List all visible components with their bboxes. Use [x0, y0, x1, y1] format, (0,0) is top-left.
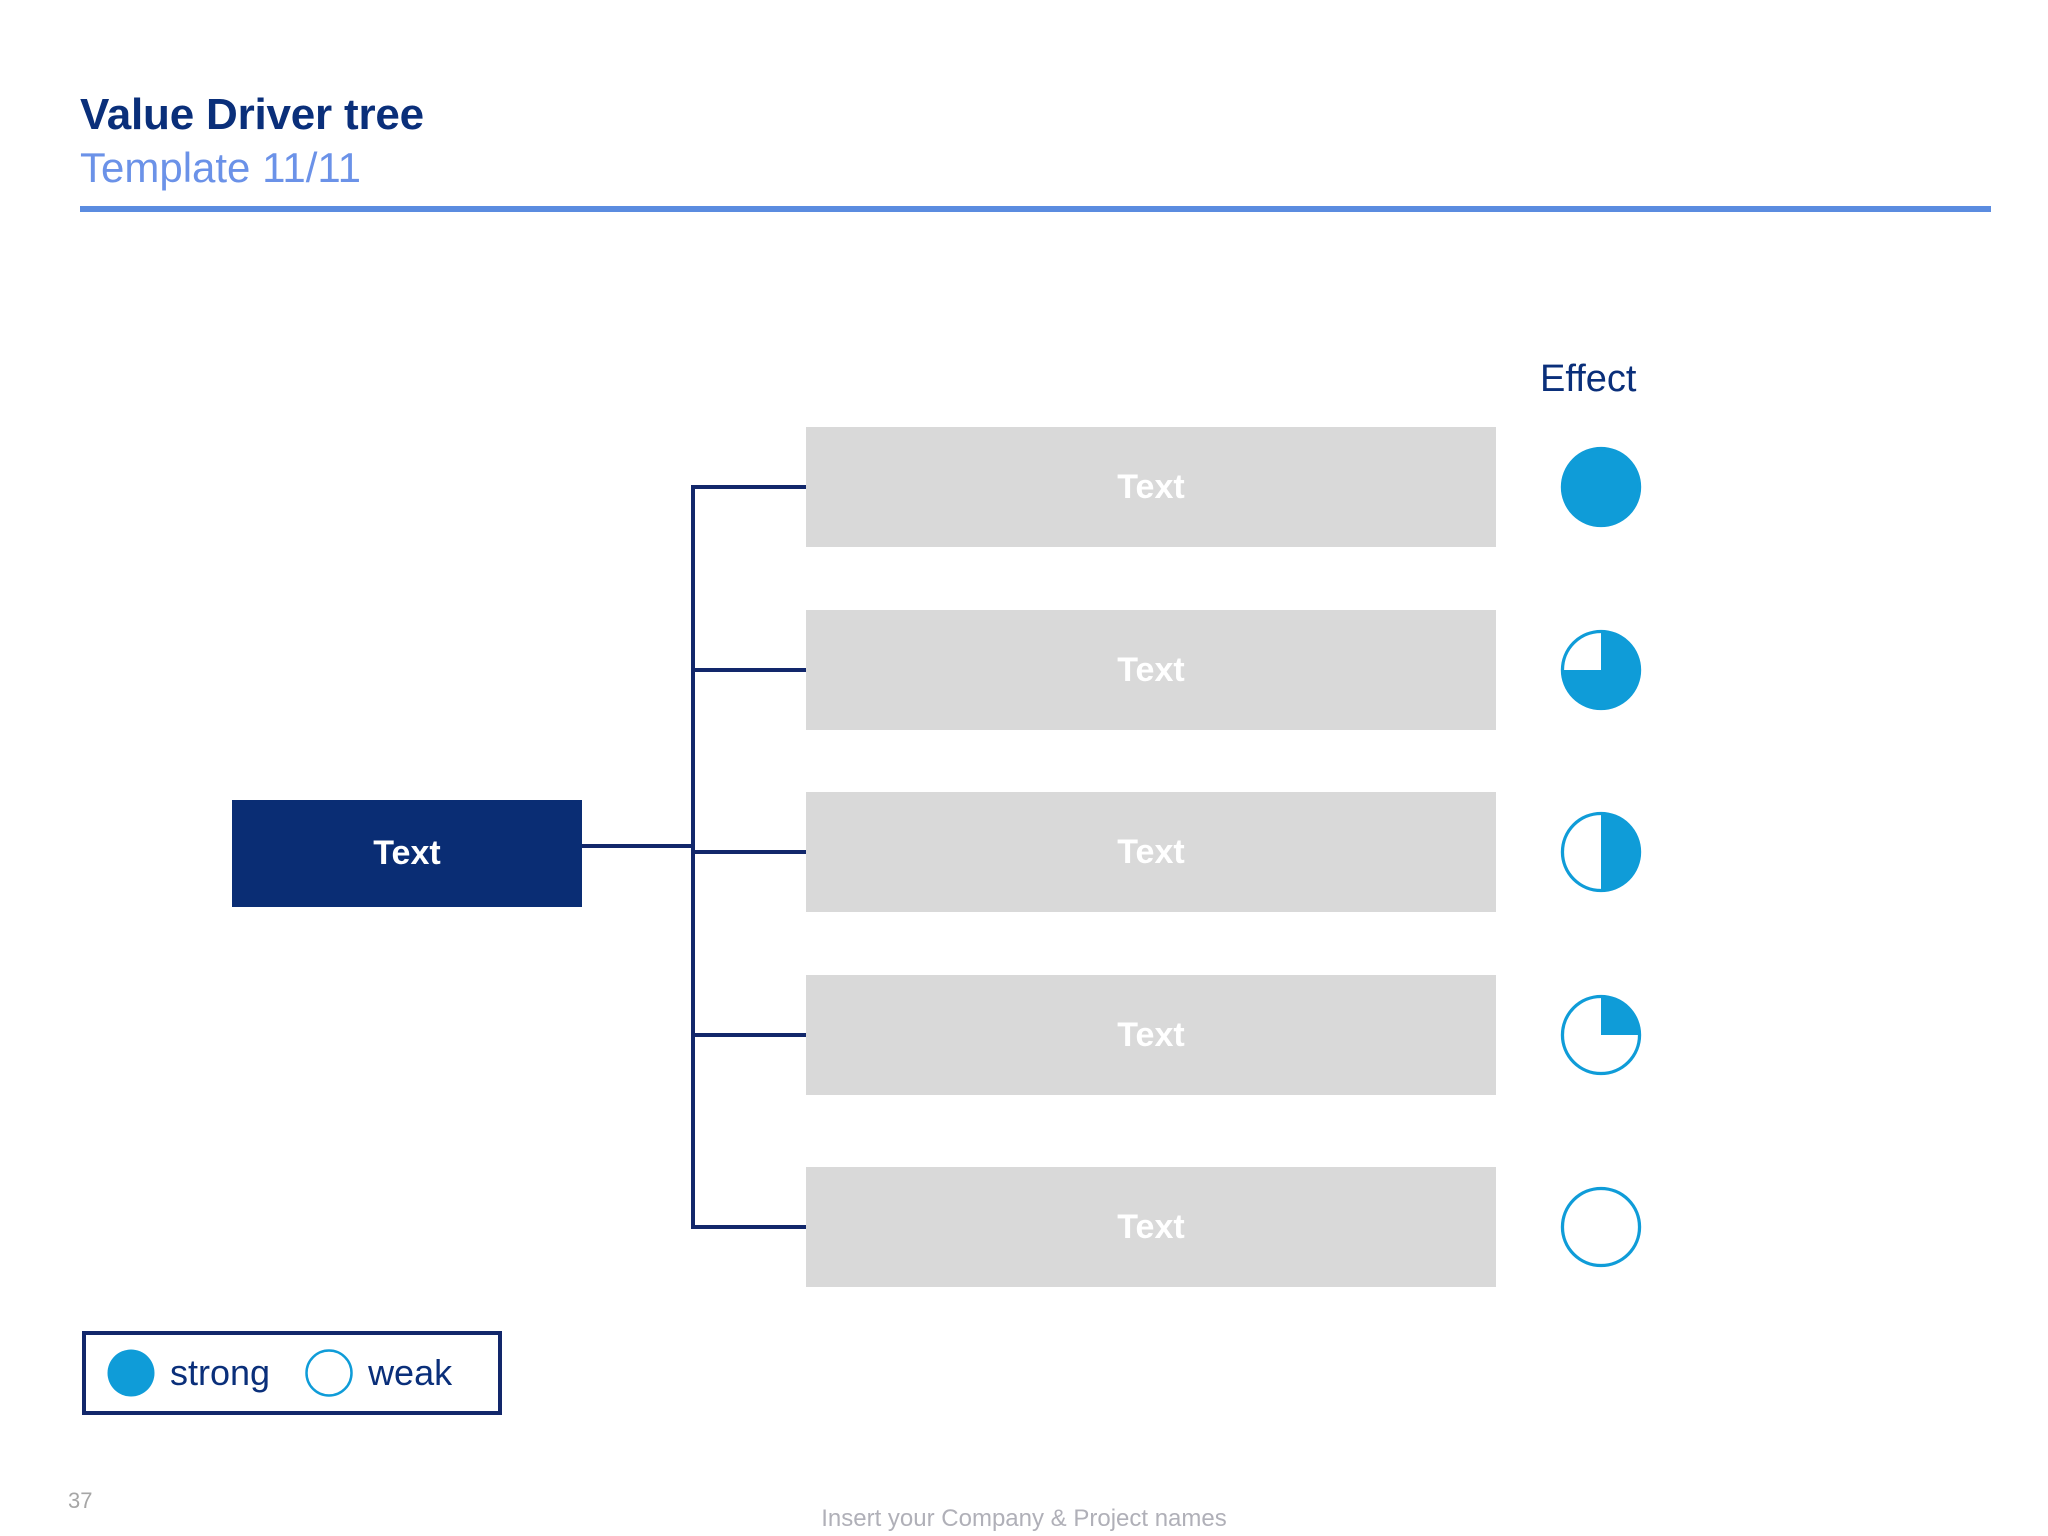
connector-branch-1 [691, 485, 807, 489]
harvey-ball-full[interactable] [1560, 446, 1642, 528]
harvey-ball-quarter[interactable] [1560, 994, 1642, 1076]
legend-item-strong: strong [106, 1348, 270, 1398]
empty-circle-icon [304, 1348, 354, 1398]
child-node-1[interactable]: Text [806, 427, 1496, 547]
legend-item-weak: weak [304, 1348, 452, 1398]
connector-trunk [691, 485, 695, 1227]
footer-note: Insert your Company & Project names [821, 1505, 1227, 1532]
slide-header: Value Driver tree Template 11/11 [80, 90, 1990, 192]
child-node-2[interactable]: Text [806, 610, 1496, 730]
legend-label-weak: weak [368, 1352, 453, 1393]
header-divider [80, 206, 1991, 212]
harvey-ball-three-quarter[interactable] [1560, 629, 1642, 711]
harvey-ball-half[interactable] [1560, 811, 1642, 893]
harvey-ball-empty[interactable] [1560, 1186, 1642, 1268]
root-node-label: Text [373, 834, 441, 872]
root-node[interactable]: Text [232, 800, 582, 907]
filled-circle-icon [106, 1348, 156, 1398]
connector-branch-2 [691, 668, 807, 672]
page-title: Value Driver tree [80, 90, 424, 139]
page-number: 37 [68, 1488, 93, 1513]
effect-column-heading: Effect [1540, 358, 1637, 400]
child-node-4[interactable]: Text [806, 975, 1496, 1095]
child-node-label: Text [1117, 832, 1185, 871]
child-node-label: Text [1117, 1015, 1185, 1054]
child-node-3[interactable]: Text [806, 792, 1496, 912]
connector-branch-4 [691, 1033, 807, 1037]
legend-box: strong weak [82, 1331, 502, 1415]
legend-label-strong: strong [170, 1352, 271, 1393]
connector-branch-5 [691, 1225, 807, 1229]
child-node-label: Text [1117, 1207, 1185, 1246]
page-subtitle: Template 11/11 [80, 144, 361, 192]
child-node-5[interactable]: Text [806, 1167, 1496, 1287]
child-node-label: Text [1117, 467, 1185, 506]
child-node-label: Text [1117, 650, 1185, 689]
connector-branch-3 [691, 850, 807, 854]
connector-root-stem [580, 844, 693, 848]
